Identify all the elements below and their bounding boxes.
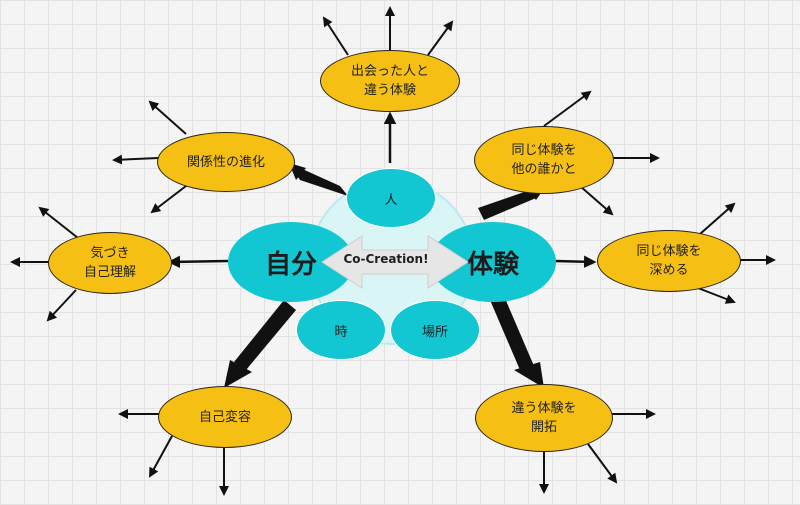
arrow-to-pioneer <box>490 296 534 370</box>
node-pioneer: 違う体験を 開拓 <box>475 384 613 452</box>
node-relationship-label: 関係性の進化 <box>186 154 265 170</box>
node-share: 同じ体験を 他の誰かと <box>474 126 614 194</box>
co-creation-label: Co-Creation! <box>343 252 429 266</box>
self-node-label: 自分 <box>264 249 317 280</box>
people-node-label: 人 <box>384 192 398 208</box>
arrow-to-self-change <box>234 300 296 370</box>
node-awareness: 気づき 自己理解 <box>48 232 172 294</box>
arrow-to-relationship <box>289 163 348 196</box>
node-self-change-label: 自己変容 <box>198 409 251 425</box>
node-awareness-label: 気づき 自己理解 <box>83 246 136 280</box>
node-pioneer-label: 違う体験を 開拓 <box>511 401 577 435</box>
place-node: 場所 <box>390 300 480 360</box>
node-deepen-label: 同じ体験を 深める <box>636 244 702 278</box>
experience-node: 体験 <box>430 222 556 302</box>
experience-node-label: 体験 <box>466 249 519 280</box>
arrow-to-deepen <box>554 255 597 268</box>
people-node: 人 <box>346 168 436 228</box>
arrow-to-share <box>478 190 536 220</box>
arrow-head-self-change <box>224 360 252 388</box>
arrow-head-pioneer <box>514 362 544 388</box>
arrow-to-awareness <box>167 255 229 269</box>
node-deepen: 同じ体験を 深める <box>597 230 741 292</box>
node-relationship: 関係性の進化 <box>157 132 295 192</box>
node-share-label: 同じ体験を 他の誰かと <box>511 143 577 177</box>
node-self-change: 自己変容 <box>158 386 292 448</box>
time-node-label: 時 <box>334 324 348 340</box>
place-node-label: 場所 <box>421 324 448 340</box>
node-different-experience: 出会った人と 違う体験 <box>320 50 460 112</box>
time-node: 時 <box>296 300 386 360</box>
wedge-arrows <box>224 163 548 388</box>
connector-arrows <box>167 111 597 269</box>
outer-arrows <box>10 6 776 496</box>
node-different-experience-label: 出会った人と 違う体験 <box>350 64 429 98</box>
